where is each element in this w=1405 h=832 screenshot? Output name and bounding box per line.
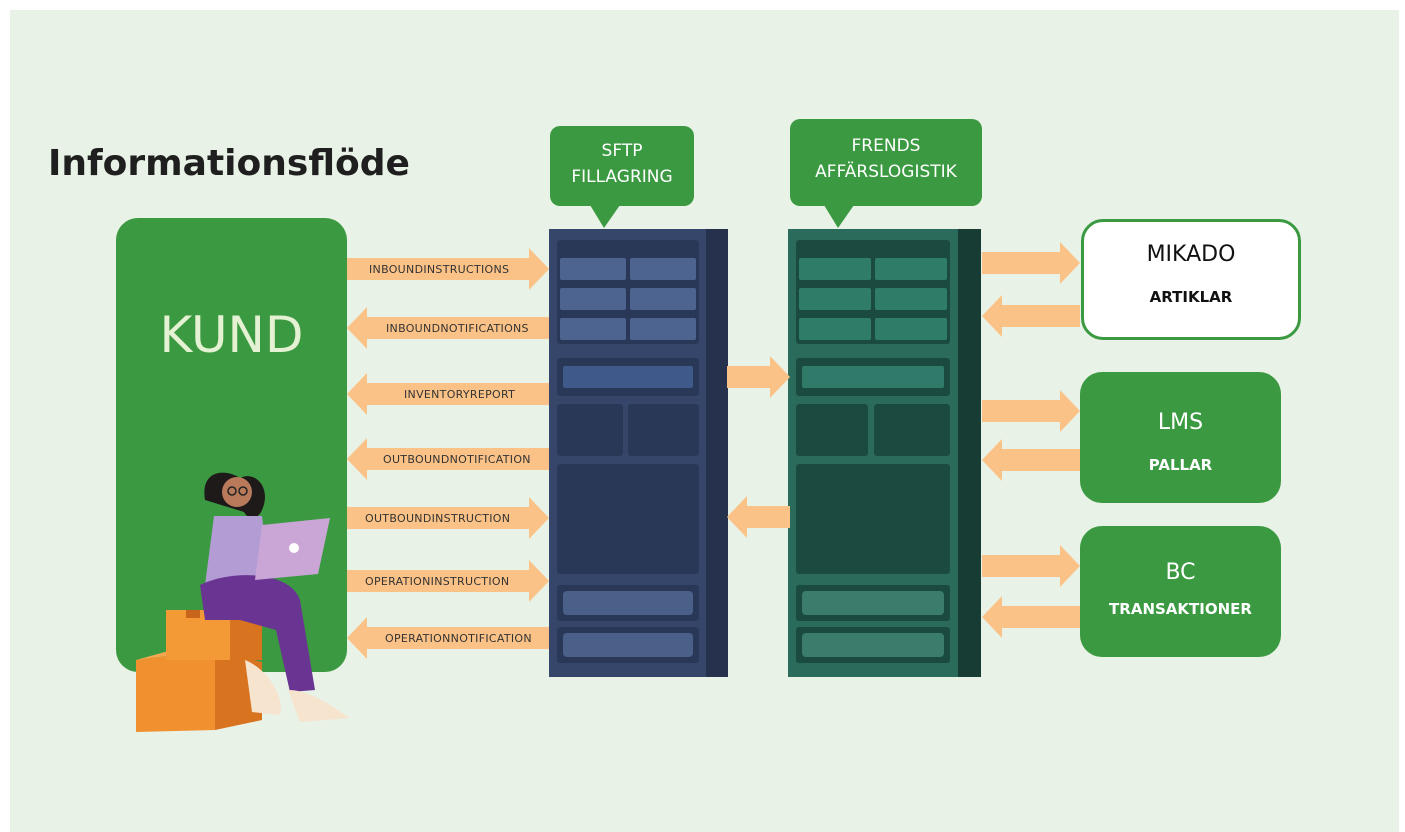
frends-callout: FRENDS AFFÄRSLOGISTIK [790, 119, 982, 206]
arrow-mikado-to-frends [982, 295, 1080, 337]
mikado-sub: ARTIKLAR [1149, 288, 1233, 306]
page-title: Informationsflöde [48, 143, 410, 184]
lms-name: LMS [1157, 410, 1204, 435]
arrow-frends-to-bc [982, 545, 1080, 587]
arrow-inboundnotifications [347, 307, 549, 349]
server-unit [875, 258, 947, 280]
mikado-name: MIKADO [1146, 242, 1236, 267]
flow-label-operationinstruction: OPERATIONINSTRUCTION [365, 575, 510, 588]
arrow-frends-to-sftp [727, 496, 790, 538]
frends-callout-tail [824, 205, 854, 228]
sftp-server-rack [549, 229, 728, 677]
bc-sub: TRANSAKTIONER [1109, 600, 1252, 618]
lms-box: LMS PALLAR [1080, 372, 1281, 503]
server-unit [875, 288, 947, 310]
sftp-callout: SFTP FILLAGRING [550, 126, 694, 206]
lms-sub: PALLAR [1148, 456, 1213, 474]
server-unit [875, 318, 947, 340]
kund-label: KUND [159, 306, 304, 364]
server-unit [799, 318, 871, 340]
server-unit [630, 288, 696, 310]
arrow-operationinstruction [347, 560, 549, 602]
server-unit [560, 288, 626, 310]
arrow-inboundinstructions [347, 248, 549, 290]
server-unit [630, 318, 696, 340]
server-unit [560, 318, 626, 340]
arrow-frends-to-mikado [982, 242, 1080, 284]
server-unit [630, 258, 696, 280]
bc-box: BC TRANSAKTIONER [1080, 526, 1281, 657]
bc-name: BC [1165, 560, 1196, 585]
arrow-operationnotification [347, 617, 549, 659]
server-unit [560, 258, 626, 280]
flow-label-inventoryreport: INVENTORYREPORT [404, 388, 516, 401]
frends-callout-line1: FRENDS [851, 136, 921, 156]
flow-label-inboundnotifications: INBOUNDNOTIFICATIONS [386, 322, 529, 335]
sftp-callout-line1: SFTP [601, 141, 643, 161]
arrow-outboundinstruction [347, 497, 549, 539]
arrow-outboundnotification [347, 438, 549, 480]
person-illustration [136, 472, 350, 732]
sftp-callout-tail [590, 205, 620, 228]
frends-server-rack [788, 229, 981, 677]
flow-label-operationnotification: OPERATIONNOTIFICATION [385, 632, 532, 645]
arrow-lms-to-frends [982, 439, 1080, 481]
mikado-box: MIKADO ARTIKLAR [1081, 219, 1301, 340]
server-unit [799, 258, 871, 280]
frends-callout-line2: AFFÄRSLOGISTIK [815, 162, 957, 182]
flow-label-outboundinstruction: OUTBOUNDINSTRUCTION [365, 512, 511, 525]
arrow-inventoryreport [347, 373, 549, 415]
flow-label-outboundnotification: OUTBOUNDNOTIFICATION [383, 453, 531, 466]
arrow-bc-to-frends [982, 596, 1080, 638]
arrow-sftp-to-frends [727, 356, 790, 398]
flow-arrows [347, 242, 1080, 659]
server-unit [799, 288, 871, 310]
flow-label-inboundinstructions: INBOUNDINSTRUCTIONS [369, 263, 510, 276]
arrow-frends-to-lms [982, 390, 1080, 432]
sftp-callout-line2: FILLAGRING [571, 167, 673, 187]
